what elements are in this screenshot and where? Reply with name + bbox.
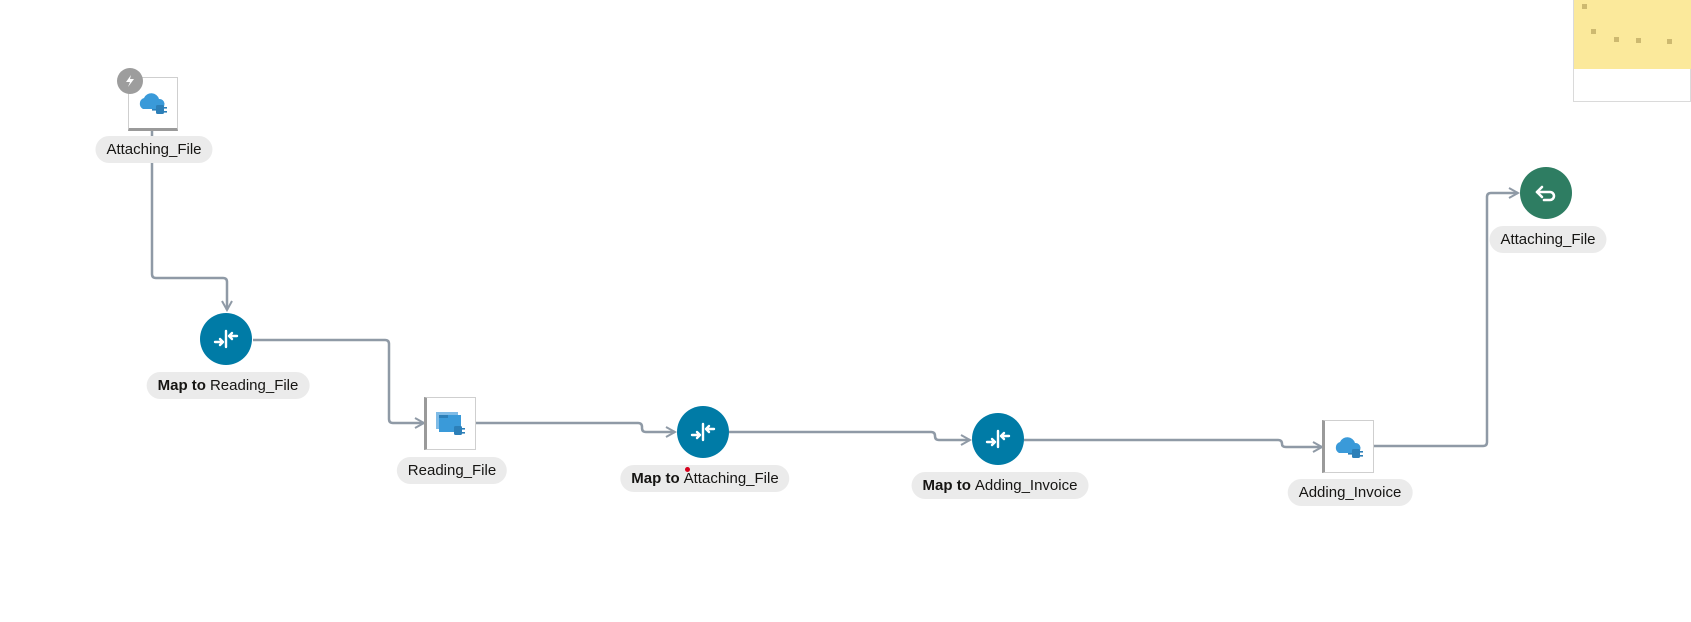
map-invoice-target: Adding_Invoice (974, 477, 1078, 494)
connector-map-attaching-to-map-invoice (729, 430, 970, 440)
minimap-node (1614, 37, 1619, 42)
map-reading-target: Reading_File (209, 377, 299, 394)
map-reading-node[interactable] (200, 313, 252, 365)
reading-file-label: Reading_File (396, 457, 508, 484)
reading-file-adapter-node[interactable] (424, 397, 476, 450)
minimap-viewport[interactable] (1574, 0, 1691, 69)
minimap-node (1591, 29, 1596, 34)
minimap-node (1636, 38, 1641, 43)
return-node[interactable] (1520, 167, 1572, 219)
map-invoice-node[interactable] (972, 413, 1024, 465)
connector-trigger-to-map-reading (150, 130, 227, 310)
file-adapter-icon (436, 411, 465, 435)
map-arrows-icon (690, 422, 716, 442)
connector-reading-file-to-map-attaching (476, 421, 675, 432)
adding-invoice-label-text: Adding_Invoice (1298, 484, 1402, 501)
map-reading-prefix: Map to (157, 377, 206, 394)
map-arrows-icon (213, 329, 239, 349)
map-attaching-node[interactable] (677, 406, 729, 458)
error-indicator (685, 467, 690, 472)
minimap-node (1667, 39, 1672, 44)
lightning-bolt-icon (126, 75, 134, 87)
cloud-adapter-icon (1335, 436, 1363, 458)
connector-map-reading-to-reading-file (253, 338, 424, 423)
trigger-badge (117, 68, 143, 94)
cloud-adapter-icon (139, 93, 167, 114)
map-invoice-prefix: Map to (922, 477, 971, 494)
connector-adding-invoice-to-return (1374, 193, 1518, 448)
minimap[interactable] (1573, 0, 1691, 102)
reading-file-label-text: Reading_File (407, 462, 497, 479)
map-arrows-icon (985, 429, 1011, 449)
trigger-label: Attaching_File (95, 136, 213, 163)
map-attaching-target: Attaching_File (683, 470, 779, 487)
return-arrow-icon (1535, 185, 1556, 202)
adding-invoice-label: Adding_Invoice (1287, 479, 1413, 506)
connector-map-invoice-to-adding-invoice (1024, 438, 1322, 447)
minimap-node (1582, 4, 1587, 9)
return-label-text: Attaching_File (1500, 231, 1596, 248)
map-attaching-prefix: Map to (631, 470, 680, 487)
return-label: Attaching_File (1489, 226, 1607, 253)
adding-invoice-adapter-node[interactable] (1322, 420, 1374, 473)
trigger-label-text: Attaching_File (106, 141, 202, 158)
